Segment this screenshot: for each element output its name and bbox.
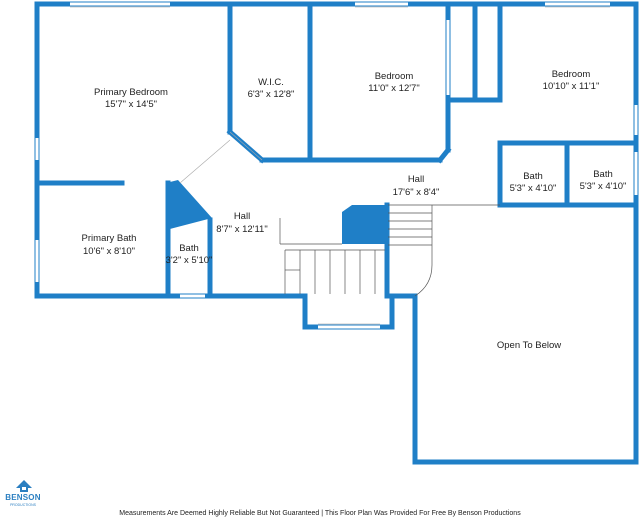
room-name-bedroom-2: Bedroom bbox=[375, 71, 414, 82]
benson-logo-icon bbox=[16, 480, 32, 492]
room-size-primary-bath: 10'6" x 8'10" bbox=[83, 246, 135, 257]
room-size-hall-2: 8'7" x 12'11" bbox=[216, 224, 267, 235]
room-size-bedroom-3: 10'10" x 11'1" bbox=[543, 81, 600, 92]
room-name-bedroom-3: Bedroom bbox=[552, 69, 591, 80]
footer-disclaimer: Measurements Are Deemed Highly Reliable … bbox=[119, 510, 521, 517]
room-size-bath-3: 3'2" x 5'10" bbox=[166, 255, 213, 266]
room-name-hall-2: Hall bbox=[234, 211, 250, 222]
room-name-hall-1: Hall bbox=[408, 174, 424, 185]
doors bbox=[179, 131, 263, 184]
room-size-primary-bedroom: 15'7" x 14'5" bbox=[105, 99, 157, 110]
room-name-wic: W.I.C. bbox=[258, 77, 284, 88]
stair-treads bbox=[279, 204, 500, 297]
room-size-hall-1: 17'6" x 8'4" bbox=[393, 187, 440, 198]
brand-name: BENSON bbox=[5, 493, 41, 502]
room-name-bath-2: Bath bbox=[593, 169, 613, 180]
bath-fixture bbox=[166, 180, 212, 230]
window-sills bbox=[70, 6, 610, 325]
windows bbox=[35, 2, 638, 329]
room-name-primary-bedroom: Primary Bedroom bbox=[94, 87, 168, 98]
room-size-wic: 6'3" x 12'8" bbox=[248, 89, 295, 100]
room-labels: Primary Bedroom 15'7" x 14'5" W.I.C. 6'3… bbox=[82, 69, 627, 351]
room-name-bath-3: Bath bbox=[179, 243, 199, 254]
room-size-bath-1: 5'3" x 4'10" bbox=[510, 183, 557, 194]
room-size-bedroom-2: 11'0" x 12'7" bbox=[368, 83, 419, 94]
room-size-bath-2: 5'3" x 4'10" bbox=[580, 181, 627, 192]
room-name-bath-1: Bath bbox=[523, 171, 543, 182]
room-name-primary-bath: Primary Bath bbox=[82, 233, 137, 244]
stair-landing bbox=[342, 205, 386, 244]
room-name-open-to-below: Open To Below bbox=[497, 340, 561, 351]
brand-tagline: PRODUCTIONS bbox=[10, 503, 36, 507]
